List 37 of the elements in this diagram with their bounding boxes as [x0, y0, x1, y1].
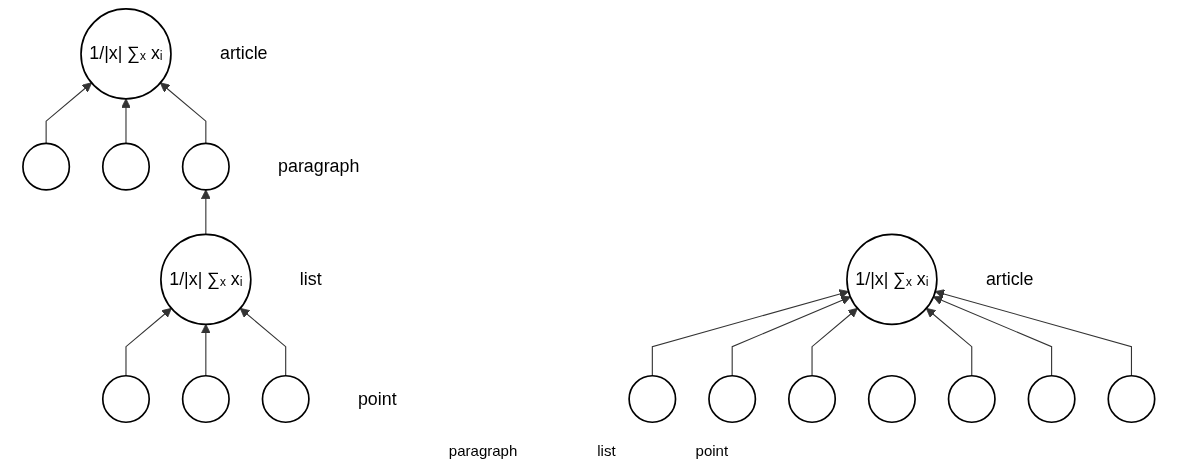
- node-label: article: [985, 269, 1034, 289]
- node-circle: [181, 374, 230, 424]
- node-circle: [261, 374, 310, 424]
- node-circle: [1027, 374, 1076, 424]
- node-circle: [1107, 374, 1156, 424]
- arrow: [200, 189, 211, 235]
- node-label: list: [299, 269, 322, 289]
- arrow: [125, 307, 172, 377]
- arrow: [239, 307, 286, 377]
- node-circle: 1/|x| ∑ₓ xᵢ: [79, 8, 172, 100]
- group-label: list: [597, 442, 616, 459]
- arrow: [932, 295, 1052, 377]
- arrow: [651, 289, 849, 377]
- node-label: paragraph: [277, 156, 360, 176]
- node-circle: 1/|x| ∑ₓ xᵢ: [845, 233, 938, 326]
- node-label: point: [357, 388, 397, 408]
- arrow: [120, 98, 131, 144]
- arrow: [159, 82, 207, 144]
- group-label: paragraph: [448, 442, 518, 459]
- arrow: [934, 289, 1132, 377]
- arrow: [925, 307, 972, 377]
- arrow: [811, 307, 858, 377]
- arrow: [45, 82, 92, 144]
- node-circle: [628, 374, 677, 424]
- node-circle: [181, 142, 230, 191]
- node-circle: [947, 374, 996, 424]
- node-circle: [21, 142, 70, 191]
- node-circle: [101, 374, 150, 424]
- group-label: point: [695, 442, 729, 459]
- node-circle: 1/|x| ∑ₓ xᵢ: [159, 233, 252, 326]
- node-label: article: [219, 43, 268, 63]
- arrow: [200, 323, 211, 377]
- node-circle: [787, 374, 836, 424]
- node-circle: [101, 142, 150, 191]
- node-circle: [707, 374, 756, 424]
- arrow: [731, 295, 851, 377]
- node-circle: [867, 374, 916, 424]
